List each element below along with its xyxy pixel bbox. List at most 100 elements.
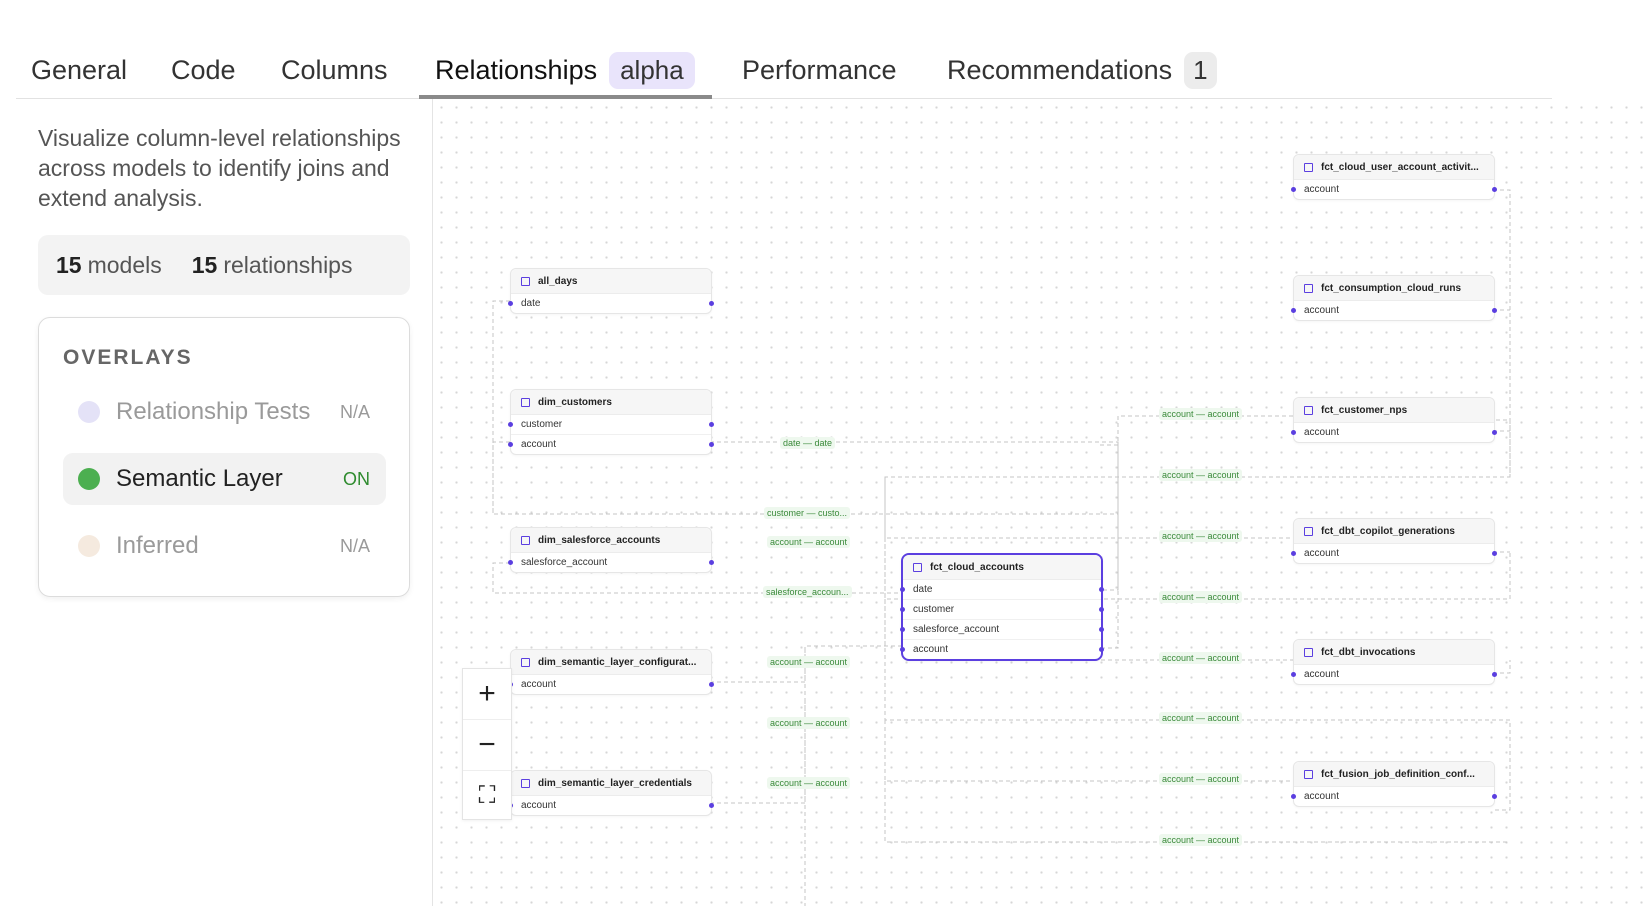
node-header: dim_salesforce_accounts bbox=[511, 528, 711, 553]
model-node-fct-cloud-accounts[interactable]: fct_cloud_accounts date customer salesfo… bbox=[900, 553, 1104, 661]
zoom-in-button[interactable]: + bbox=[463, 669, 511, 720]
edge-label[interactable]: customer — custo... bbox=[764, 507, 851, 519]
port-icon bbox=[508, 301, 513, 306]
edge-label[interactable]: account — account bbox=[1159, 652, 1243, 664]
model-node-fct-customer-nps[interactable]: fct_customer_nps account bbox=[1291, 397, 1497, 443]
port-icon bbox=[1099, 647, 1104, 652]
model-node-dim-semantic-layer-credentials[interactable]: dim_semantic_layer_credentials account bbox=[508, 770, 714, 816]
overlay-status: N/A bbox=[339, 401, 370, 422]
tab-performance[interactable]: Performance bbox=[742, 52, 897, 88]
edge-label[interactable]: account — account bbox=[1159, 530, 1243, 542]
column-row[interactable]: account bbox=[1291, 423, 1497, 442]
overlays-panel: OVERLAYS Relationship Tests N/A Semantic… bbox=[38, 317, 410, 597]
table-icon bbox=[1304, 283, 1313, 293]
model-node-dim-customers[interactable]: dim_customers customer account bbox=[508, 389, 714, 455]
edge-label[interactable]: account — account bbox=[1159, 773, 1243, 785]
edge-label[interactable]: account — account bbox=[1159, 469, 1243, 481]
edge-label[interactable]: salesforce_accoun... bbox=[763, 586, 852, 598]
zoom-out-button[interactable]: − bbox=[463, 720, 511, 771]
column-row[interactable]: account bbox=[1291, 301, 1497, 320]
model-node-all-days[interactable]: all_days date bbox=[508, 268, 714, 314]
column-row[interactable]: account bbox=[508, 435, 714, 454]
port-icon bbox=[508, 560, 513, 565]
edge-label[interactable]: account — account bbox=[1159, 834, 1243, 846]
column-row[interactable]: account bbox=[508, 796, 714, 815]
fit-view-button[interactable]: ⛶ bbox=[463, 771, 511, 821]
model-node-fct-cloud-user-account-activity[interactable]: fct_cloud_user_account_activit... accoun… bbox=[1291, 154, 1497, 200]
port-icon bbox=[508, 422, 513, 427]
edge-label[interactable]: account — account bbox=[767, 656, 851, 668]
node-title: dim_salesforce_accounts bbox=[538, 534, 661, 546]
edge-label[interactable]: date — date bbox=[780, 437, 836, 449]
port-icon bbox=[508, 442, 513, 447]
overlay-semantic-layer[interactable]: Semantic Layer ON bbox=[63, 453, 386, 505]
edge-label[interactable]: account — account bbox=[767, 717, 851, 729]
column-name: account bbox=[1304, 548, 1340, 559]
node-header: fct_dbt_invocations bbox=[1294, 640, 1494, 665]
relationship-graph-canvas[interactable]: date — date customer — custo... account … bbox=[434, 100, 1648, 906]
node-header: fct_cloud_accounts bbox=[903, 555, 1101, 580]
model-node-fct-consumption-cloud-runs[interactable]: fct_consumption_cloud_runs account bbox=[1291, 275, 1497, 321]
column-row[interactable]: account bbox=[1291, 544, 1497, 563]
edge bbox=[884, 477, 1294, 539]
column-row[interactable]: account bbox=[900, 640, 1104, 659]
port-icon bbox=[900, 587, 905, 592]
column-name: account bbox=[1304, 184, 1340, 195]
relationships-count: 15 bbox=[191, 251, 218, 278]
table-icon bbox=[521, 535, 530, 545]
tab-columns[interactable]: Columns bbox=[281, 52, 388, 88]
tab-general[interactable]: General bbox=[31, 52, 127, 88]
model-node-dim-salesforce-accounts[interactable]: dim_salesforce_accounts salesforce_accou… bbox=[508, 527, 714, 573]
port-icon bbox=[709, 442, 714, 447]
node-header: fct_cloud_user_account_activit... bbox=[1294, 155, 1494, 180]
edge-label[interactable]: account — account bbox=[767, 536, 851, 548]
node-title: fct_customer_nps bbox=[1321, 404, 1408, 416]
column-name: account bbox=[1304, 427, 1340, 438]
node-header: all_days bbox=[511, 269, 711, 294]
overlay-relationship-tests[interactable]: Relationship Tests N/A bbox=[63, 386, 386, 438]
node-title: dim_semantic_layer_credentials bbox=[538, 777, 692, 789]
edge-label[interactable]: account — account bbox=[1159, 712, 1243, 724]
column-row[interactable]: salesforce_account bbox=[508, 553, 714, 572]
column-row[interactable]: account bbox=[1291, 180, 1497, 199]
tab-label: Relationships bbox=[435, 54, 598, 85]
table-icon bbox=[1304, 769, 1313, 779]
table-icon bbox=[521, 397, 530, 407]
minus-icon: − bbox=[478, 728, 496, 761]
edge bbox=[1493, 660, 1511, 674]
column-row[interactable]: date bbox=[900, 580, 1104, 600]
overlay-inferred[interactable]: Inferred N/A bbox=[63, 520, 386, 572]
table-icon bbox=[1304, 162, 1313, 172]
edge-label[interactable]: account — account bbox=[1159, 408, 1243, 420]
models-label: models bbox=[87, 251, 162, 278]
port-icon bbox=[900, 627, 905, 632]
port-icon bbox=[1492, 308, 1497, 313]
model-node-fct-dbt-copilot-generations[interactable]: fct_dbt_copilot_generations account bbox=[1291, 518, 1497, 564]
port-icon bbox=[709, 560, 714, 565]
column-row[interactable]: date bbox=[508, 294, 714, 313]
column-name: date bbox=[521, 298, 541, 309]
table-icon bbox=[913, 562, 922, 572]
port-icon bbox=[1291, 672, 1296, 677]
overlay-label: Relationship Tests bbox=[116, 398, 311, 425]
tab-label: General bbox=[31, 54, 128, 85]
edge-label[interactable]: account — account bbox=[767, 777, 851, 789]
edge-label[interactable]: account — account bbox=[1159, 591, 1243, 603]
port-icon bbox=[709, 422, 714, 427]
column-row[interactable]: salesforce_account bbox=[900, 620, 1104, 640]
model-node-fct-fusion-job-definition-config[interactable]: fct_fusion_job_definition_conf... accoun… bbox=[1291, 761, 1497, 807]
status-dot-icon bbox=[78, 468, 100, 490]
tab-label: Performance bbox=[742, 54, 897, 85]
column-row[interactable]: customer bbox=[900, 600, 1104, 620]
model-node-dim-semantic-layer-configurations[interactable]: dim_semantic_layer_configurat... account bbox=[508, 649, 714, 695]
column-name: salesforce_account bbox=[913, 624, 1000, 635]
tab-code[interactable]: Code bbox=[171, 52, 236, 88]
active-tab-indicator bbox=[419, 95, 712, 99]
column-row[interactable]: account bbox=[1291, 665, 1497, 684]
column-row[interactable]: account bbox=[508, 675, 714, 694]
column-row[interactable]: customer bbox=[508, 415, 714, 435]
column-row[interactable]: account bbox=[1291, 787, 1497, 806]
model-node-fct-dbt-invocations[interactable]: fct_dbt_invocations account bbox=[1291, 639, 1497, 685]
